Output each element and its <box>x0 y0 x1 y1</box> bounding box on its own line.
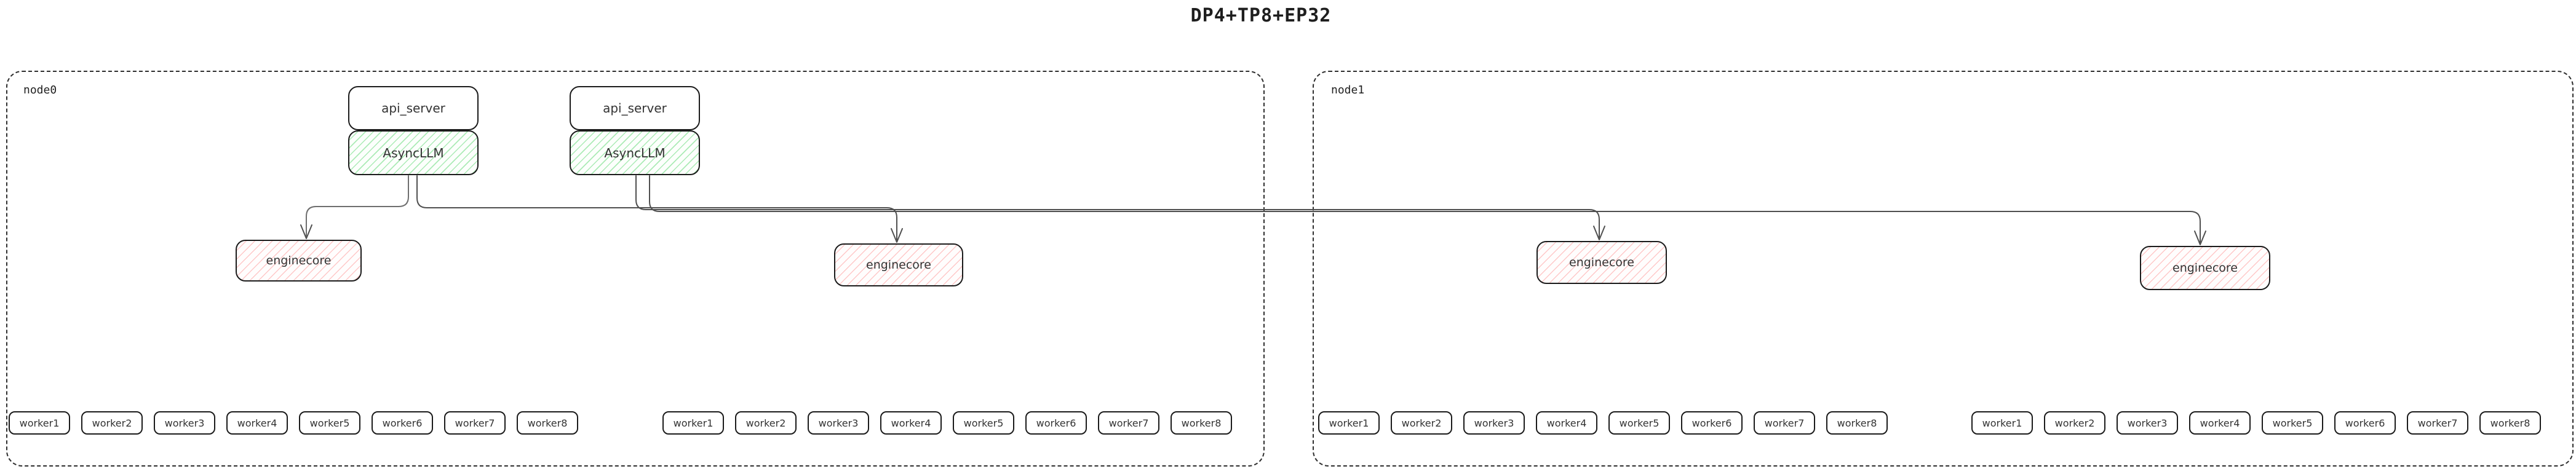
worker-box: worker3 <box>154 411 215 435</box>
enginecore-3: enginecore <box>1536 241 1667 284</box>
worker-box: worker8 <box>1171 411 1232 435</box>
worker-box: worker6 <box>1025 411 1087 435</box>
worker-box: worker8 <box>517 411 578 435</box>
worker-box: worker1 <box>662 411 724 435</box>
worker-box: worker2 <box>2044 411 2105 435</box>
worker-box: worker4 <box>2189 411 2251 435</box>
node1-container <box>1313 71 2574 467</box>
async-llm-2: AsyncLLM <box>570 130 700 175</box>
api-server-2: api_server <box>570 86 700 130</box>
enginecore-4: enginecore <box>2140 246 2270 290</box>
worker-box: worker4 <box>1536 411 1597 435</box>
worker-box: worker2 <box>1391 411 1452 435</box>
worker-box: worker3 <box>2117 411 2178 435</box>
worker-box: worker1 <box>9 411 70 435</box>
worker-group-2: worker1 worker2 worker3 worker4 worker5 … <box>662 411 1232 435</box>
api-server-1: api_server <box>348 86 479 130</box>
worker-box: worker6 <box>2334 411 2396 435</box>
worker-box: worker8 <box>1826 411 1888 435</box>
worker-box: worker1 <box>1318 411 1380 435</box>
worker-box: worker7 <box>2407 411 2468 435</box>
worker-box: worker2 <box>735 411 797 435</box>
worker-box: worker5 <box>2262 411 2323 435</box>
enginecore-1: enginecore <box>236 240 362 282</box>
worker-box: worker8 <box>2479 411 2541 435</box>
worker-box: worker4 <box>880 411 942 435</box>
worker-group-1: worker1 worker2 worker3 worker4 worker5 … <box>9 411 578 435</box>
worker-box: worker6 <box>1681 411 1743 435</box>
worker-box: worker4 <box>226 411 288 435</box>
worker-box: worker7 <box>1098 411 1159 435</box>
worker-box: worker5 <box>299 411 360 435</box>
worker-box: worker2 <box>81 411 143 435</box>
enginecore-2: enginecore <box>834 243 963 286</box>
node1-label: node1 <box>1331 84 1365 97</box>
worker-box: worker7 <box>1754 411 1815 435</box>
worker-box: worker5 <box>1608 411 1670 435</box>
worker-box: worker1 <box>1971 411 2033 435</box>
worker-group-3: worker1 worker2 worker3 worker4 worker5 … <box>1318 411 1888 435</box>
worker-box: worker5 <box>953 411 1014 435</box>
node0-container <box>6 71 1265 467</box>
worker-box: worker7 <box>444 411 506 435</box>
worker-box: worker3 <box>808 411 869 435</box>
worker-box: worker3 <box>1463 411 1525 435</box>
diagram-title: DP4+TP8+EP32 <box>1190 5 1332 26</box>
worker-box: worker6 <box>372 411 433 435</box>
async-llm-1: AsyncLLM <box>348 130 479 175</box>
worker-group-4: worker1 worker2 worker3 worker4 worker5 … <box>1971 411 2541 435</box>
node0-label: node0 <box>23 84 57 97</box>
